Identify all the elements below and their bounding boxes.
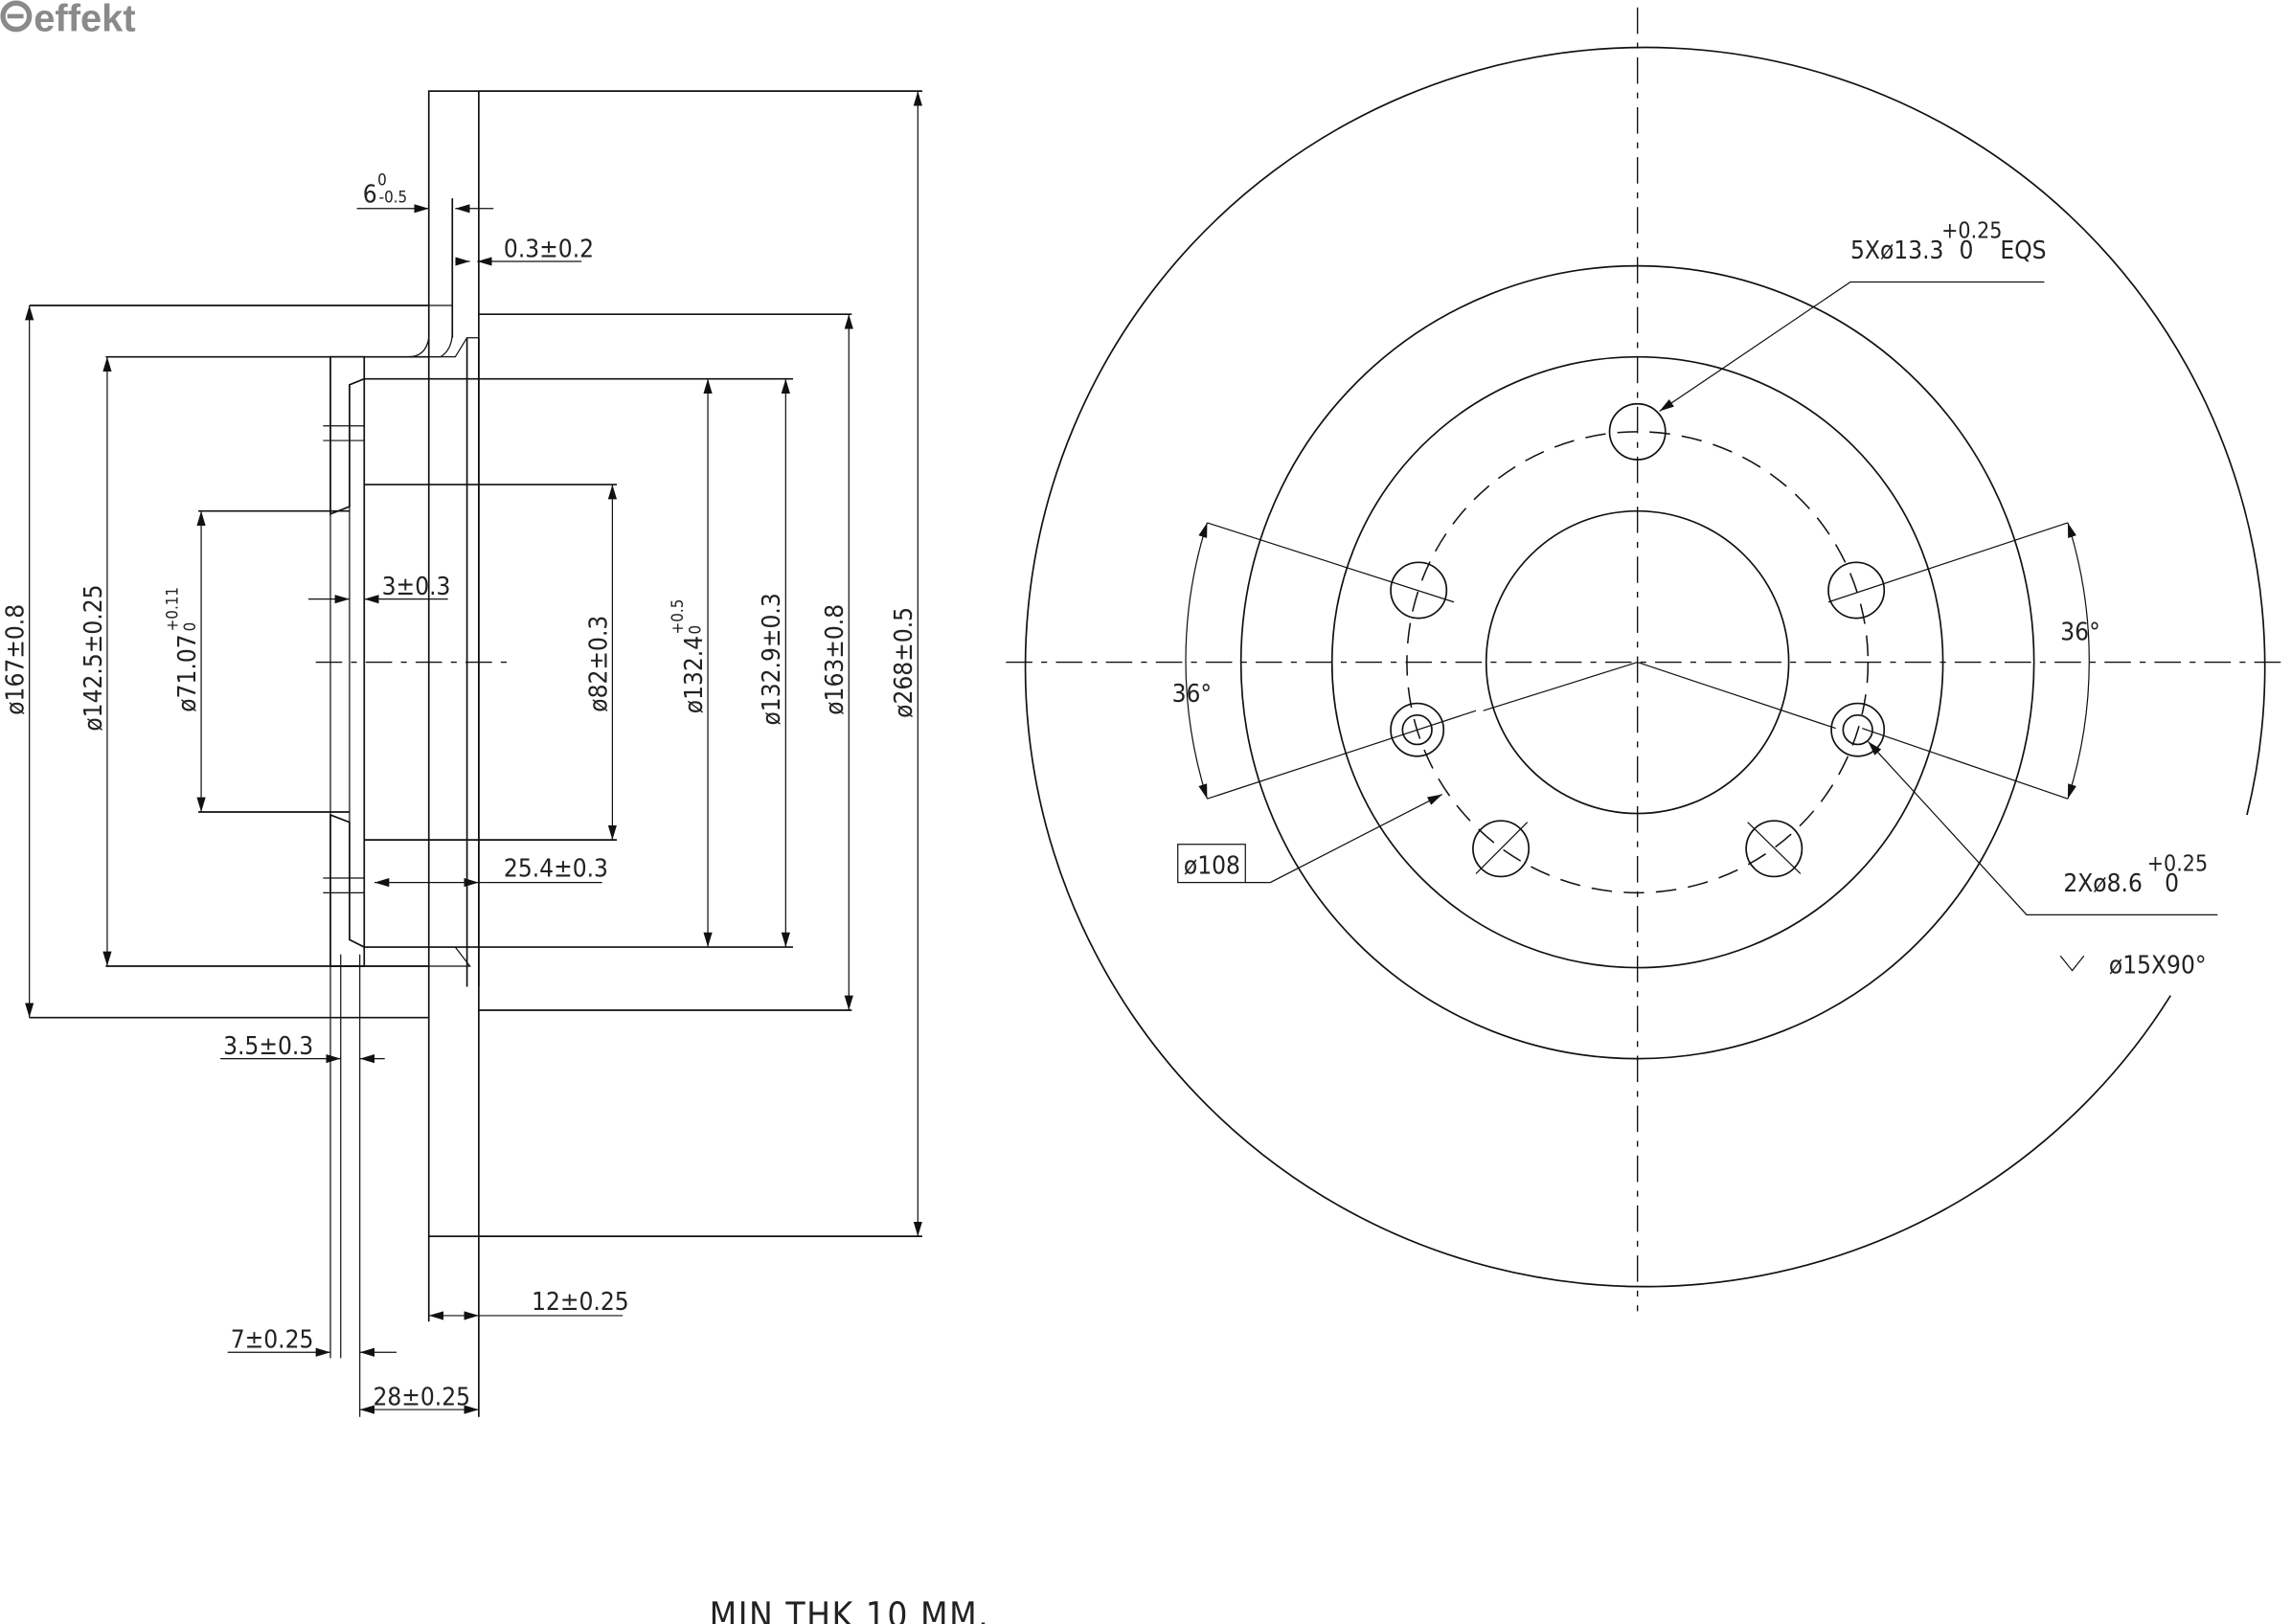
dim-thickness-upper-tol: 0: [377, 169, 387, 189]
locating-hole-upper-tol: +0.25: [2147, 851, 2208, 876]
dim-runout: 0.3±0.2: [504, 235, 594, 263]
bolt-holes: [1390, 402, 1886, 878]
angle-right: 36°: [2060, 619, 2100, 647]
dim-d132-4-lower-tol: 0: [685, 625, 704, 635]
min-thickness-note: MIN THK 10 MM.: [710, 1594, 990, 1624]
dim-28: 28±0.25: [373, 1383, 470, 1411]
section-view: 6 0 -0.5 0.3±0.2 3±0.3 25.4±0.3 3.5±0.3 …: [2, 90, 922, 1417]
dim-d71-upper-tol: +0.11: [163, 587, 182, 631]
pcd-diameter: ø108: [1184, 851, 1240, 880]
dim-3: 3±0.3: [382, 573, 451, 601]
dim-7: 7±0.25: [231, 1326, 314, 1355]
logo-text: effekt: [34, 0, 135, 39]
dim-25-4: 25.4±0.3: [504, 854, 608, 883]
bolt-hole-eqs: EQS: [2000, 237, 2046, 265]
front-view: 5Xø13.3 +0.25 0 EQS 36° 36° ø108 2Xø8.6 …: [1006, 7, 2284, 1312]
dim-thickness: 6: [363, 181, 377, 210]
dim-d82: ø82±0.3: [584, 616, 613, 712]
dim-d268: ø268±0.5: [890, 607, 919, 718]
dim-3-5: 3.5±0.3: [223, 1032, 313, 1061]
countersink-spec: ø15X90°: [2109, 952, 2207, 981]
dim-d132-9: ø132.9±0.3: [758, 593, 786, 725]
locating-hole-spec: 2Xø8.6: [2063, 869, 2143, 898]
dim-d71-07: ø71.07: [173, 634, 202, 711]
dim-d132-4: ø132.4: [680, 636, 709, 713]
dim-d167: ø167±0.8: [2, 604, 31, 715]
dim-d142-5: ø142.5±0.25: [79, 584, 108, 731]
angle-left: 36°: [1172, 680, 1213, 709]
dim-d71-lower-tol: 0: [180, 622, 199, 632]
dim-thickness-lower-tol: -0.5: [379, 188, 408, 207]
bolt-hole-upper-tol: +0.25: [1941, 218, 2002, 243]
effekt-logo: effekt: [0, 0, 136, 39]
dim-12: 12±0.25: [532, 1288, 629, 1317]
locating-holes: [1390, 662, 1886, 757]
bolt-hole-spec: 5Xø13.3: [1850, 237, 1943, 265]
bolt-hole-lower-tol: 0: [1959, 237, 1973, 265]
dim-d163: ø163±0.8: [821, 604, 850, 715]
dim-d132-4-upper-tol: +0.5: [668, 599, 687, 635]
locating-hole-lower-tol: 0: [2165, 869, 2179, 898]
